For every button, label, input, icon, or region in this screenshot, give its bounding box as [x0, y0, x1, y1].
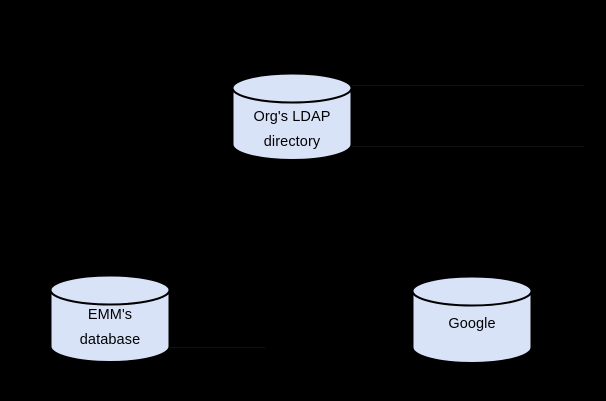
node-emms-database: EMM's database — [49, 274, 171, 363]
node-label-line: database — [79, 332, 141, 348]
node-orgs-ldap-directory: Org's LDAP directory — [231, 72, 353, 161]
node-label: Google — [411, 312, 533, 337]
node-label-line: EMM's — [87, 307, 133, 323]
faint-connector-line — [352, 146, 584, 147]
node-label-line: Org's LDAP — [253, 109, 331, 125]
database-cylinder-shape — [49, 274, 171, 363]
faint-connector-line — [352, 85, 584, 86]
node-label: Org's LDAP directory — [231, 105, 353, 155]
node-google: Google — [411, 275, 533, 364]
node-label-line: Google — [448, 316, 496, 332]
database-cylinder-shape — [231, 72, 353, 161]
node-label-line: directory — [263, 134, 321, 150]
faint-connector-line — [170, 347, 265, 348]
database-cylinder-shape — [411, 275, 533, 364]
node-label: EMM's database — [49, 303, 171, 353]
